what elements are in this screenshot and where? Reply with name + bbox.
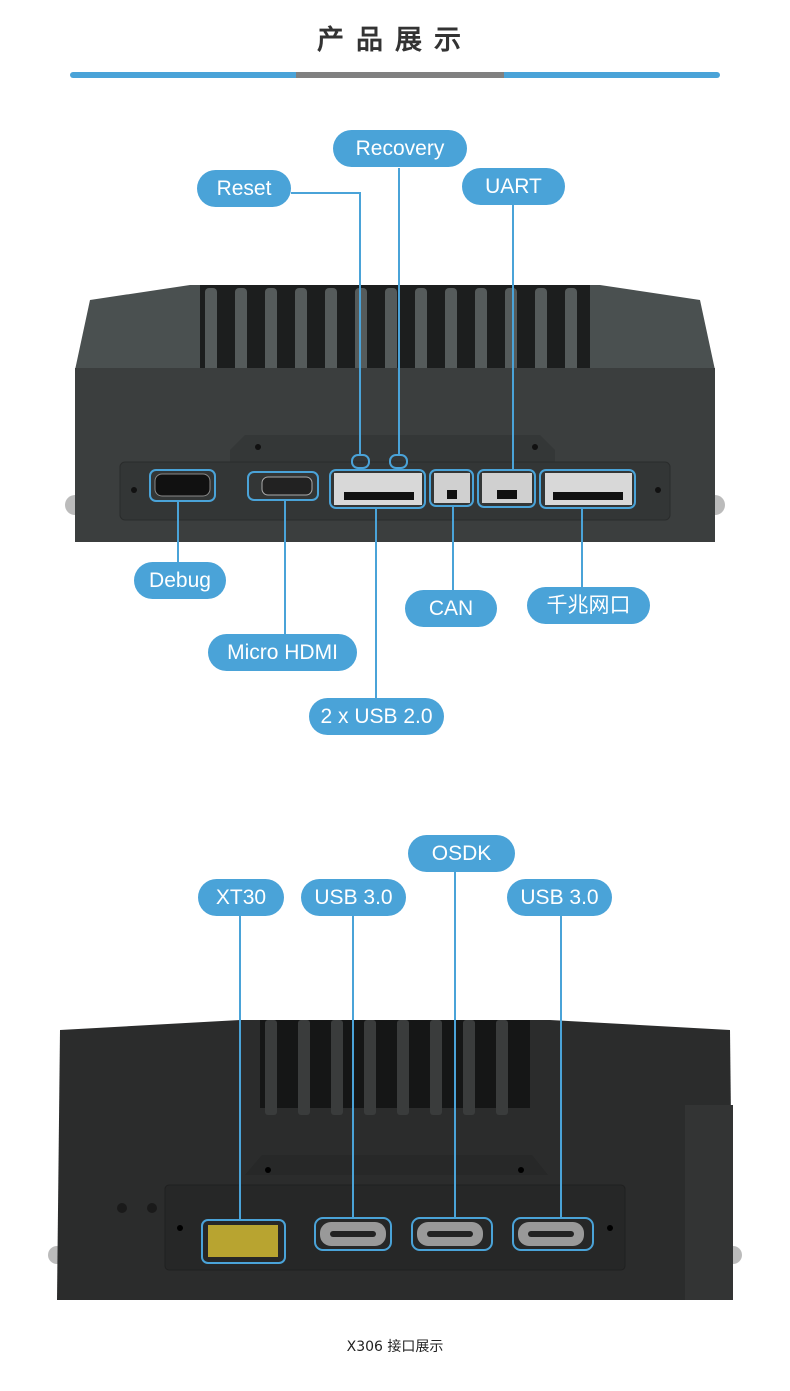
label-uart: UART (462, 168, 565, 205)
divider-left (70, 72, 296, 78)
image-caption: X306 接口展示 (346, 1339, 444, 1355)
top-callout-lines (149, 168, 636, 698)
label-osdk: OSDK (408, 835, 515, 872)
device-top-view (65, 285, 725, 542)
label-recovery: Recovery (333, 130, 467, 167)
label-usb2: 2 x USB 2.0 (309, 698, 444, 735)
divider-middle (296, 72, 504, 78)
label-usb3-a: USB 3.0 (301, 879, 406, 916)
label-xt30: XT30 (198, 879, 284, 916)
bottom-callout-lines (201, 871, 594, 1264)
label-usb3-b: USB 3.0 (507, 879, 612, 916)
label-can: CAN (405, 590, 497, 627)
divider-right (504, 72, 720, 78)
label-gigabit-ethernet: 千兆网口 (527, 587, 650, 624)
label-debug: Debug (134, 562, 226, 599)
label-reset: Reset (197, 170, 291, 207)
device-bottom-view (48, 1020, 742, 1300)
page-title: 产品展示 (317, 25, 473, 56)
label-micro-hdmi: Micro HDMI (208, 634, 357, 671)
